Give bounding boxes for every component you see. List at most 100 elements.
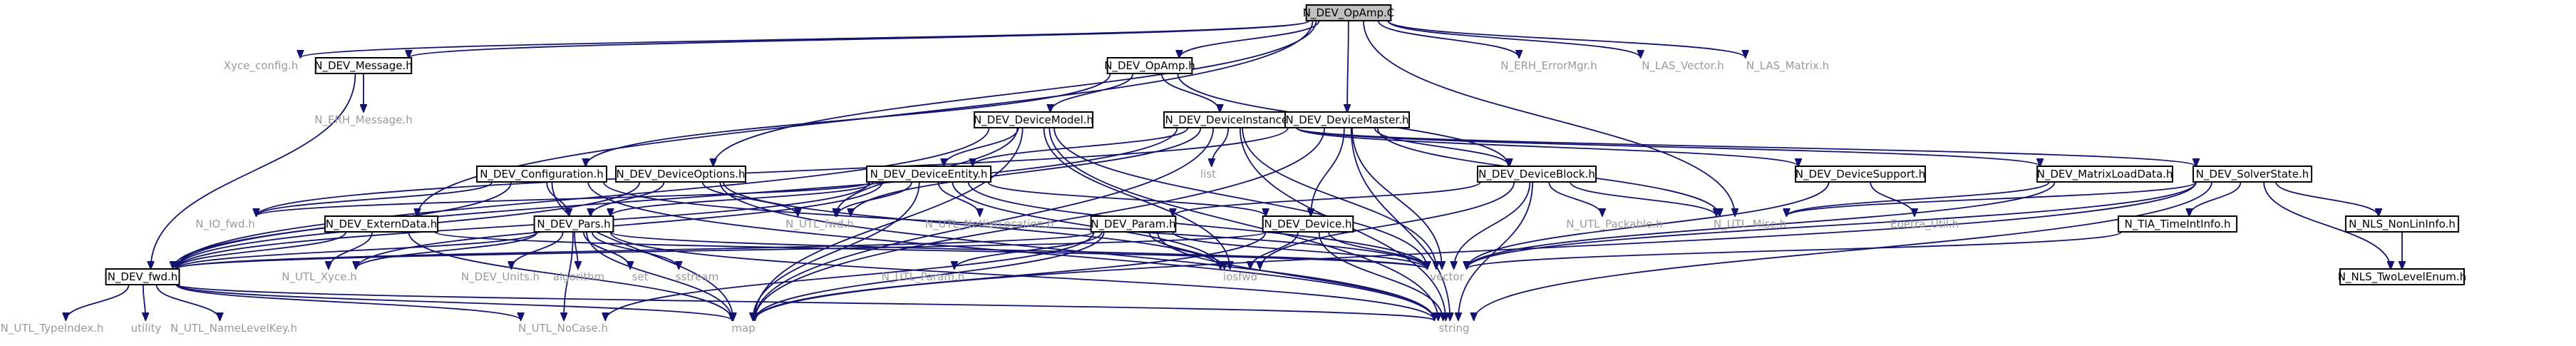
graph-node-nls-twolevelenum[interactable]: N_NLS_TwoLevelEnum.h: [2338, 268, 2466, 285]
edge-pars-to-map: [586, 231, 732, 320]
graph-node-pars[interactable]: N_DEV_Pars.h: [533, 215, 614, 233]
graph-node-las-matrix[interactable]: N_LAS_Matrix.h: [1746, 59, 1829, 73]
node-box: [1090, 215, 1177, 233]
graph-node-las-vector[interactable]: N_LAS_Vector.h: [1642, 59, 1724, 73]
graph-node-utl-namelevelkey[interactable]: N_UTL_NameLevelKey.h: [170, 322, 297, 335]
graph-node-utl-fwd[interactable]: N_UTL_fwd.h: [785, 218, 854, 231]
graph-node-utility[interactable]: utility: [131, 322, 162, 335]
edge-root-to-las-vector: [1387, 20, 1640, 58]
edge-pars-to-dev-units: [511, 231, 564, 269]
graph-node-nls-nonlininfo[interactable]: N_NLS_NonLinInfo.h: [2344, 215, 2460, 233]
graph-node-root[interactable]: N_DEV_OpAmp.C: [1303, 4, 1394, 21]
edge-dev-fwd-to-utility: [143, 284, 145, 320]
node-label: Xyce_config.h: [224, 59, 298, 73]
edge-pars-to-utl-nocase: [564, 231, 574, 320]
graph-node-message[interactable]: N_DEV_Message.h: [314, 57, 413, 74]
edge-devicemodel-to-vector: [1053, 127, 1427, 269]
edge-devicesupport-to-epetra-util: [1870, 181, 1915, 216]
graph-node-deviceblock[interactable]: N_DEV_DeviceBlock.h: [1476, 166, 1597, 183]
node-label: N_DEV_DeviceModel.h: [974, 113, 1093, 127]
graph-node-erh-message[interactable]: N_ERH_Message.h: [314, 113, 412, 127]
graph-node-devicesupport[interactable]: N_DEV_DeviceSupport.h: [1795, 166, 1926, 183]
graph-node-dev-units[interactable]: N_DEV_Units.h: [461, 270, 540, 284]
node-label: N_DEV_DeviceMaster.h: [1286, 113, 1409, 127]
graph-node-deviceentity[interactable]: N_DEV_DeviceEntity.h: [866, 166, 991, 183]
graph-node-utl-misc[interactable]: N_UTL_Misc.h: [1714, 218, 1786, 231]
graph-node-io-fwd[interactable]: N_IO_fwd.h: [195, 218, 255, 231]
edge-deviceinstance-to-devicesupport: [1296, 127, 1798, 166]
edge-deviceentity-to-utl-xyce: [356, 181, 883, 269]
graph-node-solverstate[interactable]: N_DEV_SolverState.h: [2192, 166, 2313, 183]
graph-node-tia-timeintinfo[interactable]: N_TIA_TimeIntInfo.h: [2117, 215, 2238, 233]
node-label: N_DEV_ExternData.h: [326, 218, 437, 231]
edge-deviceinstance-to-matrixloaddata: [1296, 127, 2040, 166]
graph-node-deviceinstance[interactable]: N_DEV_DeviceInstance.h: [1163, 111, 1300, 128]
graph-node-netlistlocation[interactable]: N_UTL_NetlistLocation.h: [925, 218, 1054, 231]
edge-pars-to-dev-fwd: [176, 231, 538, 269]
node-label: N_NLS_TwoLevelEnum.h: [2338, 270, 2466, 284]
node-label: N_IO_fwd.h: [195, 218, 255, 231]
edge-deviceinstance-to-solverstate: [1296, 127, 2196, 166]
edge-deviceblock-to-utl-misc: [1570, 181, 1716, 216]
edge-root-to-message: [408, 20, 1310, 58]
graph-node-devicemaster[interactable]: N_DEV_DeviceMaster.h: [1284, 111, 1410, 128]
node-label: N_UTL_NoCase.h: [518, 322, 608, 335]
edge-configuration-to-vector: [603, 181, 1427, 269]
node-box: [533, 215, 614, 233]
edge-deviceentity-to-netlistlocation: [937, 181, 979, 216]
node-box: [105, 268, 180, 285]
node-label: N_DEV_DeviceSupport.h: [1796, 168, 1925, 181]
edge-opamp-h-to-devicemodel: [1051, 73, 1134, 112]
graph-node-algorithm[interactable]: algorithm: [553, 270, 604, 283]
graph-node-param[interactable]: N_DEV_Param.h: [1090, 215, 1177, 233]
edge-root-to-las-matrix: [1387, 20, 1745, 58]
edge-solverstate-to-nls-nonlininfo: [2275, 181, 2379, 216]
graph-node-list[interactable]: list: [1200, 168, 1216, 180]
graph-node-map[interactable]: map: [731, 322, 755, 335]
node-box: [2192, 166, 2313, 183]
edge-devicesupport-to-vector: [1467, 181, 1830, 269]
node-box: [1284, 111, 1410, 128]
graph-node-deviceoptions[interactable]: N_DEV_DeviceOptions.h: [615, 166, 746, 183]
graph-node-xyce-config[interactable]: Xyce_config.h: [224, 59, 298, 73]
edge-deviceentity-to-dev-fwd: [176, 181, 870, 269]
node-label: N_UTL_fwd.h: [785, 218, 854, 231]
graph-node-erh-errormgr[interactable]: N_ERH_ErrorMgr.h: [1500, 59, 1597, 73]
edge-deviceentity-to-pars: [610, 181, 874, 216]
graph-node-utl-nocase[interactable]: N_UTL_NoCase.h: [518, 322, 608, 335]
edge-devicemodel-to-deviceentity: [944, 127, 1019, 166]
edge-solverstate-to-string: [1474, 181, 2212, 320]
edge-pars-to-string: [609, 231, 1434, 320]
graph-node-utl-param[interactable]: N_UTL_Param.h: [882, 270, 965, 284]
graph-node-utl-typeindex[interactable]: N_UTL_TypeIndex.h: [1, 322, 104, 335]
graph-node-device[interactable]: N_DEV_Device.h: [1262, 215, 1354, 233]
graph-node-externdata[interactable]: N_DEV_ExternData.h: [324, 215, 439, 233]
edge-deviceinstance-to-list: [1212, 127, 1230, 166]
edge-solverstate-to-utl-misc: [1786, 181, 2197, 216]
graph-node-iosfwd[interactable]: iosfwd: [1223, 270, 1257, 283]
node-box: [2036, 166, 2173, 183]
graph-node-dev-fwd[interactable]: N_DEV_fwd.h: [105, 268, 180, 285]
graph-node-sstream[interactable]: sstream: [676, 270, 718, 283]
node-box: [1262, 215, 1354, 233]
graph-node-set[interactable]: set: [632, 270, 649, 283]
graph-node-packable[interactable]: N_UTL_Packable.h: [1566, 218, 1662, 231]
graph-node-utl-xyce[interactable]: N_UTL_Xyce.h: [282, 270, 357, 284]
edge-externdata-to-map: [408, 231, 732, 320]
graph-node-vector[interactable]: vector: [1430, 270, 1464, 283]
edge-device-to-vector: [1328, 231, 1427, 269]
edge-param-to-map: [755, 231, 1105, 320]
node-label: N_ERH_Message.h: [314, 113, 412, 127]
node-label: sstream: [676, 270, 718, 283]
edge-param-to-utl-param: [954, 231, 1103, 269]
node-label: N_UTL_Packable.h: [1566, 218, 1662, 231]
graph-node-string[interactable]: string: [1438, 322, 1469, 335]
graph-node-epetra-util[interactable]: Epetra_Util.h: [1890, 218, 1959, 231]
edge-pars-to-algorithm: [574, 231, 578, 269]
graph-node-opamp-h[interactable]: N_DEV_OpAmp.h: [1104, 57, 1195, 74]
graph-node-configuration[interactable]: N_DEV_Configuration.h: [476, 166, 607, 183]
graph-node-devicemodel[interactable]: N_DEV_DeviceModel.h: [974, 111, 1093, 128]
edge-devicemaster-to-io-fwd: [257, 127, 1289, 216]
edge-devicemodel-to-map: [754, 127, 1024, 320]
graph-node-matrixloaddata[interactable]: N_DEV_MatrixLoadData.h: [2036, 166, 2173, 183]
